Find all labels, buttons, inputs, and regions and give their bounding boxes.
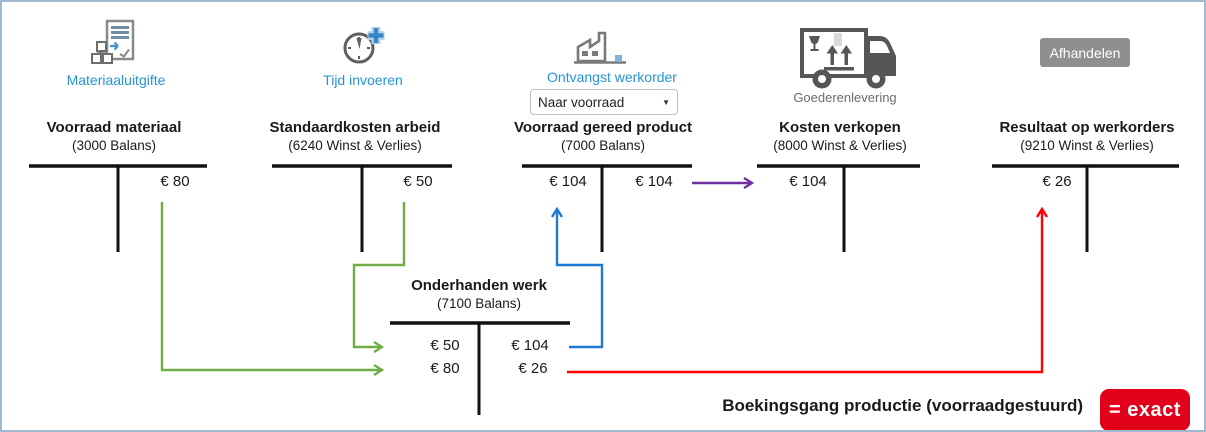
account-subtitle-resultaat-op-werkorders: (9210 Winst & Verlies) — [1020, 138, 1154, 153]
step-link-tijd-invoeren[interactable]: Tijd invoeren — [323, 72, 403, 88]
account-title-voorraad-materiaal: Voorraad materiaal — [46, 119, 182, 136]
work-order-receipt-icon — [574, 31, 626, 64]
value-voorraad-gereed-product-debit: € 104 — [549, 173, 587, 190]
account-subtitle-standaardkosten-arbeid: (6240 Winst & Verlies) — [288, 138, 422, 153]
account-title-standaardkosten-arbeid: Standaardkosten arbeid — [269, 119, 441, 136]
goods-delivery-icon — [800, 28, 896, 89]
material-to-wip-arrow — [160, 202, 382, 370]
exact-logo: = exact — [1100, 389, 1190, 430]
value-onderhanden-werk-debit-1: € 50 — [430, 337, 460, 354]
naar-voorraad-dropdown[interactable]: Naar voorraad ▼ — [530, 89, 678, 115]
account-subtitle-voorraad-gereed-product: (7000 Balans) — [560, 138, 646, 153]
wip-to-result-arrow — [567, 209, 1042, 374]
value-voorraad-materiaal-credit: € 80 — [160, 173, 190, 190]
time-entry-icon — [343, 27, 385, 64]
account-title-resultaat-op-werkorders: Resultaat op werkorders — [999, 119, 1175, 136]
account-subtitle-voorraad-materiaal: (3000 Balans) — [71, 138, 157, 153]
value-onderhanden-werk-credit-1: € 104 — [511, 337, 549, 354]
afhandelen-button[interactable]: Afhandelen — [1040, 38, 1130, 67]
step-label-goederenlevering: Goederenlevering — [793, 90, 897, 105]
account-subtitle-onderhanden-werk: (7100 Balans) — [436, 296, 522, 311]
value-kosten-verkopen-debit: € 104 — [789, 173, 827, 190]
dropdown-value: Naar voorraad — [538, 94, 625, 110]
account-title-kosten-verkopen: Kosten verkopen — [779, 119, 901, 136]
account-title-onderhanden-werk: Onderhanden werk — [411, 277, 547, 294]
value-voorraad-gereed-product-credit: € 104 — [635, 173, 673, 190]
labour-to-wip-arrow — [352, 202, 406, 347]
value-standaardkosten-arbeid-credit: € 50 — [403, 173, 433, 190]
account-title-voorraad-gereed-product: Voorraad gereed product — [513, 119, 693, 136]
step-link-materiaaluitgifte[interactable]: Materiaaluitgifte — [66, 72, 166, 88]
value-resultaat-op-werkorders-debit: € 26 — [1042, 173, 1072, 190]
dropdown-caret-icon: ▼ — [662, 97, 670, 107]
diagram-caption: Boekingsgang productie (voorraadgestuurd… — [722, 396, 1083, 415]
account-subtitle-kosten-verkopen: (8000 Winst & Verlies) — [773, 138, 907, 153]
wip-to-finished-goods-arrow — [557, 209, 604, 349]
step-link-ontvangst-werkorder[interactable]: Ontvangst werkorder — [547, 69, 677, 85]
material-issue-icon — [91, 19, 135, 64]
t-account-lines — [29, 164, 1179, 415]
value-onderhanden-werk-debit-2: € 80 — [430, 360, 460, 377]
value-onderhanden-werk-credit-2: € 26 — [518, 360, 548, 377]
